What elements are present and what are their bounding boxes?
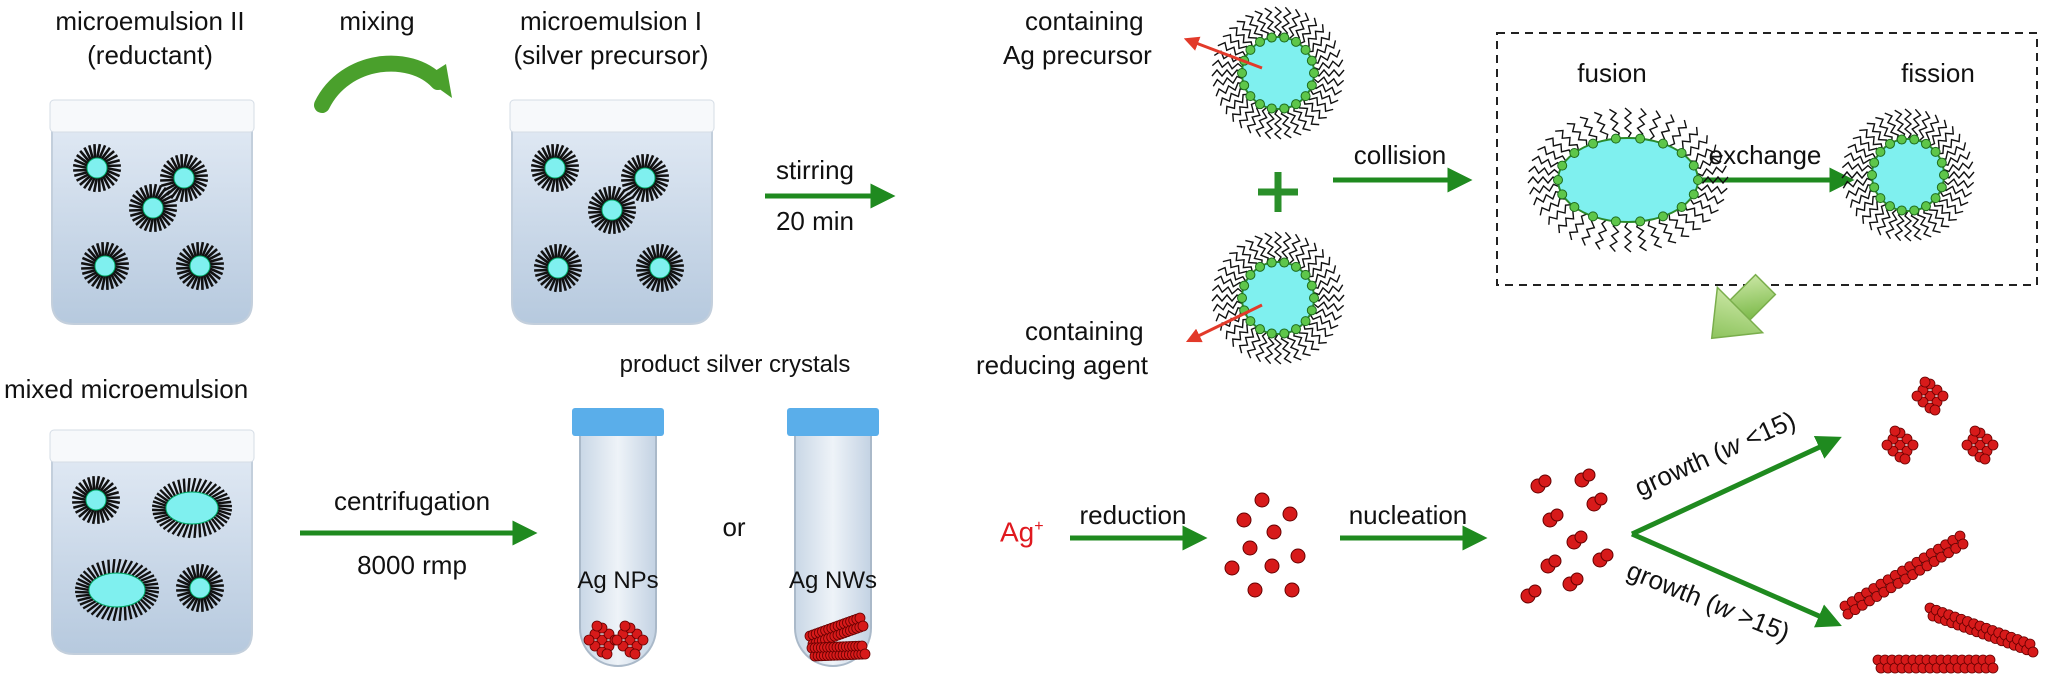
label-containing-bottom: containing	[1025, 316, 1144, 346]
micelle	[80, 241, 130, 291]
micelle	[530, 143, 580, 193]
label-mixed-microemulsion: mixed microemulsion	[4, 374, 249, 404]
label-ag-precursor: Ag precursor	[1003, 40, 1152, 70]
ag-ion-charge: +	[1034, 518, 1044, 535]
reverse-micelles	[71, 143, 685, 622]
label-or: or	[722, 512, 746, 542]
label-containing-top: containing	[1025, 6, 1144, 36]
seed	[1550, 508, 1564, 522]
label-ag-nws: Ag NWs	[788, 567, 878, 594]
droplet-ag-precursor	[1211, 6, 1345, 140]
tube-np-cluster	[611, 620, 649, 660]
seed	[1548, 554, 1562, 568]
label-centrifugation: centrifugation	[333, 486, 491, 516]
seed	[1574, 530, 1588, 544]
label-stir-time: 20 min	[775, 206, 855, 236]
micelle	[587, 185, 637, 235]
seed	[1582, 468, 1596, 482]
micelle	[159, 153, 209, 203]
plus-sign	[1258, 172, 1298, 212]
seed	[1594, 492, 1608, 506]
droplet-fused	[1527, 107, 1729, 253]
nanowire	[1839, 530, 1969, 620]
nucleus	[1284, 582, 1300, 598]
nucleus	[1247, 582, 1263, 598]
nucleus	[1266, 524, 1282, 540]
label-silver-precursor: (silver precursor)	[513, 40, 709, 70]
label-reduction: reduction	[1079, 500, 1187, 530]
micelle	[175, 563, 225, 613]
tube-ag-nws	[787, 408, 879, 667]
nucleus	[1224, 560, 1240, 576]
micelle	[175, 241, 225, 291]
fused-micelle	[151, 477, 233, 539]
micelle	[533, 243, 583, 293]
nucleus	[1254, 492, 1270, 508]
label-reductant: (reductant)	[87, 40, 213, 70]
droplet-details	[1183, 6, 1975, 365]
label-collision: collision	[1353, 140, 1447, 170]
mixing-arrow	[314, 55, 446, 113]
nanowire	[1924, 602, 2039, 658]
nucleus	[1282, 506, 1298, 522]
nucleus	[1236, 512, 1252, 528]
tube-np-cluster	[583, 620, 621, 660]
jar-mixed-microemulsion	[49, 429, 255, 655]
nucleus	[1264, 558, 1280, 574]
micelle	[620, 153, 670, 203]
tube-ag-nps	[572, 408, 664, 667]
label-microemulsion-i: microemulsion I	[519, 6, 703, 36]
big-down-arrow	[1710, 273, 1777, 340]
label-speed: 8000 rmp	[357, 550, 467, 580]
label-fission: fission	[1901, 58, 1975, 88]
label-ag-nps: Ag NPs	[577, 567, 659, 594]
nanoparticle-cluster	[1911, 376, 1949, 416]
droplet-fission	[1841, 108, 1975, 242]
label-reducing-agent: reducing agent	[976, 350, 1149, 380]
seed	[1538, 474, 1552, 488]
micelle	[72, 143, 122, 193]
seed	[1528, 584, 1542, 598]
label-product-crystals: product silver crystals	[619, 351, 851, 378]
nucleus	[1242, 540, 1258, 556]
label-fusion: fusion	[1577, 58, 1647, 88]
tube-nanowire	[806, 640, 871, 662]
nanoparticle-cluster	[1881, 425, 1919, 465]
fusion-fission-box	[1496, 32, 2038, 286]
nucleus	[1290, 548, 1306, 564]
micelle	[635, 243, 685, 293]
label-microemulsion-ii: microemulsion II	[55, 6, 245, 36]
label-exchange: exchange	[1708, 140, 1822, 170]
label-stirring: stirring	[775, 155, 855, 185]
growth-low-arrow	[1630, 436, 1842, 537]
nanowire	[1872, 654, 1999, 674]
micelle	[128, 183, 178, 233]
transfer-arrow-top	[1183, 36, 1263, 70]
label-mixing: mixing	[339, 6, 415, 36]
label-ag-ion: Ag+	[1000, 512, 1044, 547]
droplet-reducing-agent	[1211, 231, 1345, 365]
ag-ion-base: Ag	[1000, 516, 1035, 548]
nanoparticle-cluster	[1961, 425, 1999, 465]
silver-particles	[583, 376, 2039, 674]
fused-micelle	[74, 558, 160, 622]
seed	[1570, 572, 1584, 586]
growth-high-arrow	[1630, 531, 1842, 628]
micelle	[71, 475, 121, 525]
seed	[1600, 548, 1614, 562]
transfer-arrow-bottom	[1185, 303, 1263, 343]
label-nucleation: nucleation	[1348, 500, 1468, 530]
